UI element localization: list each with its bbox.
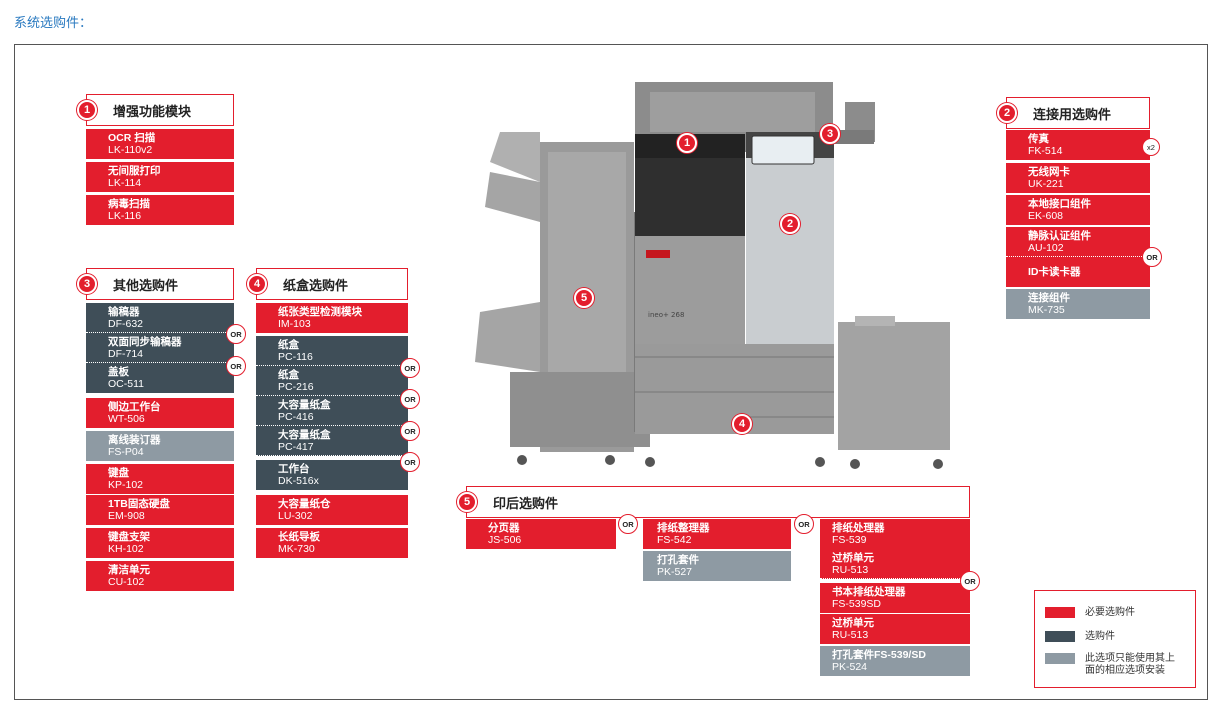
- or-badge: OR: [226, 356, 246, 376]
- callout-4: 4: [732, 414, 752, 434]
- or-badge: OR: [400, 421, 420, 441]
- legend-dependent: 此选项只能使用其上面的相应选项安装: [1045, 653, 1185, 677]
- legend-swatch: [1045, 631, 1075, 642]
- section-4-header: 4 纸盒选购件: [247, 268, 408, 300]
- section-2-title: 连接用选购件: [1033, 106, 1112, 122]
- callout-5: 5: [574, 288, 594, 308]
- model-label: ineo+ 268: [648, 311, 684, 319]
- section-3-header: 3 其他选购件: [77, 268, 234, 300]
- or-badge: OR: [960, 571, 980, 591]
- page-title: 系统选购件：: [14, 15, 93, 30]
- section-3-title: 其他选购件: [113, 277, 179, 293]
- section-1-number: 1: [77, 100, 97, 120]
- legend-required: 必要选购件: [1045, 607, 1135, 619]
- legend: 必要选购件 选购件 此选项只能使用其上面的相应选项安装: [1034, 590, 1196, 688]
- large-capacity-unit: [838, 322, 950, 450]
- or-badge: OR: [1142, 247, 1162, 267]
- section-4-title: 纸盒选购件: [283, 277, 349, 293]
- section-5-number: 5: [457, 492, 477, 512]
- section-5-header: 5 印后选购件: [457, 486, 970, 518]
- section-1-title: 增强功能模块: [113, 103, 192, 119]
- or-badge: OR: [618, 514, 638, 534]
- main-engine-front: [635, 158, 745, 236]
- diagram-frame: [14, 44, 1208, 700]
- option-item: ID卡读卡器: [1006, 257, 1150, 287]
- section-4-number: 4: [247, 274, 267, 294]
- legend-optional: 选购件: [1045, 631, 1115, 643]
- section-2-header: 2 连接用选购件: [997, 97, 1150, 129]
- quantity-badge: x2: [1142, 138, 1160, 156]
- printer-illustration: ineo+ 268: [475, 82, 950, 469]
- or-badge: OR: [400, 389, 420, 409]
- section-2-number: 2: [997, 103, 1017, 123]
- callout-3: 3: [820, 124, 840, 144]
- legend-swatch: [1045, 653, 1075, 664]
- callout-1: 1: [677, 133, 697, 153]
- or-badge: OR: [400, 358, 420, 378]
- section-1-header: 1 增强功能模块: [77, 94, 234, 126]
- or-badge: OR: [794, 514, 814, 534]
- or-badge: OR: [400, 452, 420, 472]
- legend-swatch: [1045, 607, 1075, 618]
- section-5-title: 印后选购件: [493, 495, 559, 511]
- or-badge: OR: [226, 324, 246, 344]
- callout-2: 2: [780, 214, 800, 234]
- section-3-number: 3: [77, 274, 97, 294]
